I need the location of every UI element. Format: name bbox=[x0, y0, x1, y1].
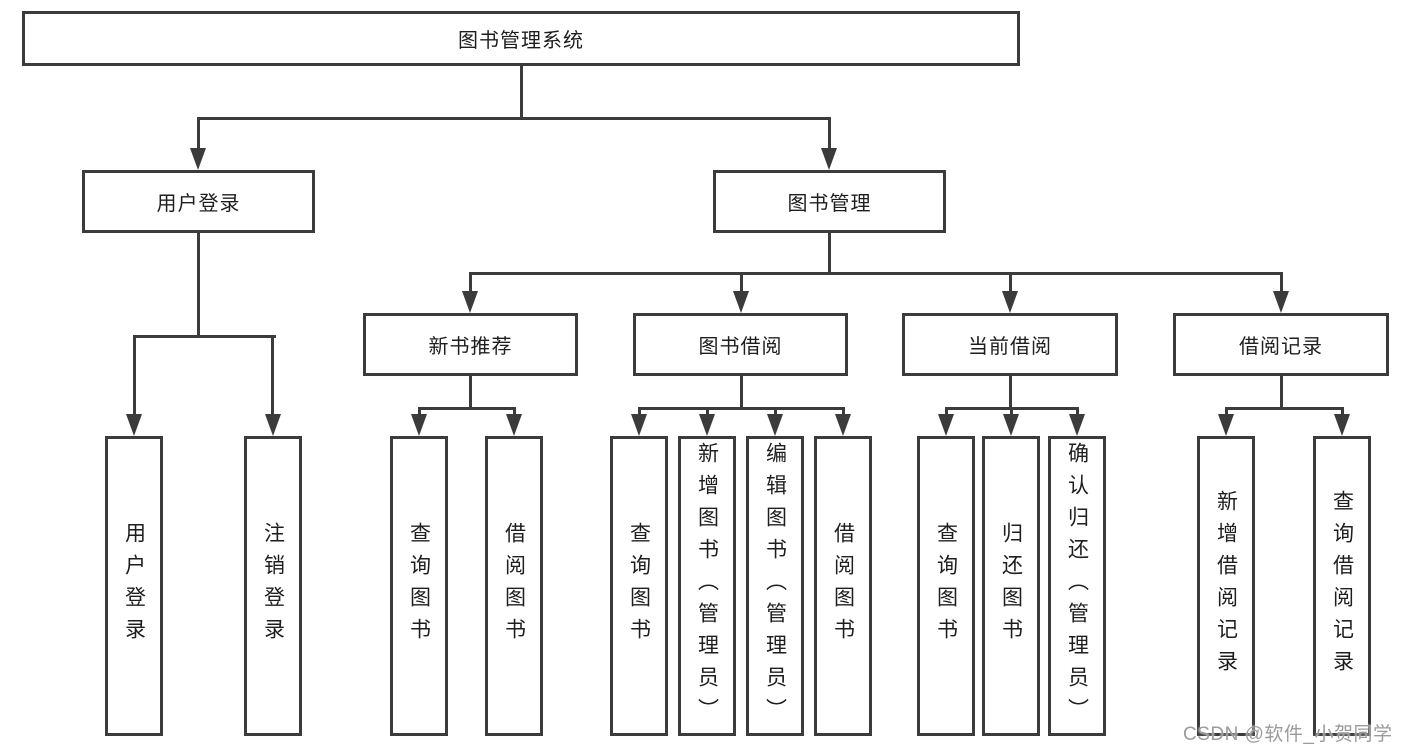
edge-to-newbook bbox=[468, 272, 472, 295]
edge-userlogin-split bbox=[132, 335, 276, 338]
arrowhead-leaf-queryrecord bbox=[1334, 414, 1350, 436]
csdn-watermark: CSDN @软件_小贺同学 bbox=[1183, 724, 1393, 745]
edge-borrowrecord-stem bbox=[1279, 374, 1283, 410]
edge-to-leaf-return bbox=[1009, 407, 1013, 418]
node-borrow-record: 借阅记录 bbox=[1173, 313, 1389, 376]
node-library-system: 图书管理系统 bbox=[22, 11, 1020, 66]
arrowhead-newbook bbox=[462, 291, 478, 313]
node-new-book-recommend: 新书推荐 bbox=[363, 313, 578, 376]
arrowhead-leaf-borrow1 bbox=[506, 414, 522, 436]
edge-bookborrow-split bbox=[637, 407, 845, 410]
edge-to-leaf-borrow1 bbox=[512, 407, 516, 418]
edge-newbook-split bbox=[417, 407, 516, 410]
leaf-confirm-return-admin: 确认归还（管理员） bbox=[1048, 436, 1106, 736]
arrowhead-leaf-return bbox=[1003, 414, 1019, 436]
edge-to-book-mgmt bbox=[827, 117, 831, 152]
edge-to-leaf-editbook bbox=[773, 407, 777, 418]
arrowhead-leaf-logout bbox=[264, 414, 281, 436]
leaf-borrow-book-1: 借阅图书 bbox=[485, 436, 543, 736]
edge-root-split bbox=[197, 117, 831, 120]
edge-to-leaf-queryrecord bbox=[1340, 407, 1344, 418]
edge-bookborrow-stem bbox=[739, 374, 743, 410]
edge-bookmgmt-split bbox=[468, 272, 1283, 275]
leaf-query-book-1: 查询图书 bbox=[390, 436, 448, 736]
arrowhead-bookborrow bbox=[733, 291, 749, 313]
leaf-add-book-admin: 新增图书（管理员） bbox=[678, 436, 736, 736]
edge-currentborrow-stem bbox=[1008, 374, 1012, 410]
leaf-borrow-book-2: 借阅图书 bbox=[814, 436, 872, 736]
edge-borrowrecord-split bbox=[1224, 407, 1344, 410]
node-book-borrow: 图书借阅 bbox=[633, 313, 848, 376]
edge-to-leaf-addbook bbox=[705, 407, 709, 418]
arrowhead-currentborrow bbox=[1002, 291, 1018, 313]
arrowhead-leaf-confirmreturn bbox=[1069, 414, 1085, 436]
leaf-return-book: 归还图书 bbox=[982, 436, 1040, 736]
edge-to-leaf-query2 bbox=[637, 407, 641, 418]
leaf-add-borrow-record: 新增借阅记录 bbox=[1197, 436, 1255, 736]
leaf-query-borrow-record: 查询借阅记录 bbox=[1313, 436, 1371, 736]
edge-to-leaf-user-login bbox=[132, 335, 136, 416]
edge-to-bookborrow bbox=[739, 272, 743, 295]
node-book-management-module: 图书管理 bbox=[713, 170, 946, 233]
arrowhead-leaf-query1 bbox=[411, 414, 427, 436]
arrowhead-leaf-addbook bbox=[699, 414, 715, 436]
edge-to-leaf-query3 bbox=[944, 407, 948, 418]
node-user-login-module: 用户登录 bbox=[82, 170, 315, 233]
edge-to-user-login bbox=[196, 117, 200, 152]
edge-to-leaf-logout bbox=[271, 335, 274, 416]
edge-to-currentborrow bbox=[1008, 272, 1012, 295]
arrowhead-borrowrecord bbox=[1273, 291, 1289, 313]
arrowhead-user-login bbox=[190, 148, 206, 170]
node-current-borrow: 当前借阅 bbox=[902, 313, 1118, 376]
edge-to-leaf-borrow2 bbox=[841, 407, 845, 418]
arrowhead-leaf-query3 bbox=[938, 414, 954, 436]
edge-userlogin-stem bbox=[196, 231, 200, 335]
edge-newbook-stem bbox=[468, 374, 472, 410]
leaf-query-book-2: 查询图书 bbox=[610, 436, 668, 736]
edge-bookmgmt-stem bbox=[827, 231, 831, 275]
arrowhead-leaf-editbook bbox=[767, 414, 783, 436]
leaf-user-login: 用户登录 bbox=[105, 436, 163, 736]
arrowhead-book-mgmt bbox=[821, 148, 837, 170]
leaf-query-book-3: 查询图书 bbox=[917, 436, 975, 736]
edge-to-borrowrecord bbox=[1279, 272, 1283, 295]
edge-to-leaf-confirmreturn bbox=[1075, 407, 1079, 418]
edge-to-leaf-query1 bbox=[417, 407, 421, 418]
arrowhead-leaf-borrow2 bbox=[835, 414, 851, 436]
leaf-logout: 注销登录 bbox=[244, 436, 302, 736]
edge-to-leaf-addrecord bbox=[1224, 407, 1228, 418]
arrowhead-leaf-user-login bbox=[126, 414, 142, 436]
arrowhead-leaf-query2 bbox=[631, 414, 647, 436]
edge-root-stem bbox=[519, 64, 523, 120]
leaf-edit-book-admin: 编辑图书（管理员） bbox=[746, 436, 804, 736]
arrowhead-leaf-addrecord bbox=[1218, 414, 1234, 436]
